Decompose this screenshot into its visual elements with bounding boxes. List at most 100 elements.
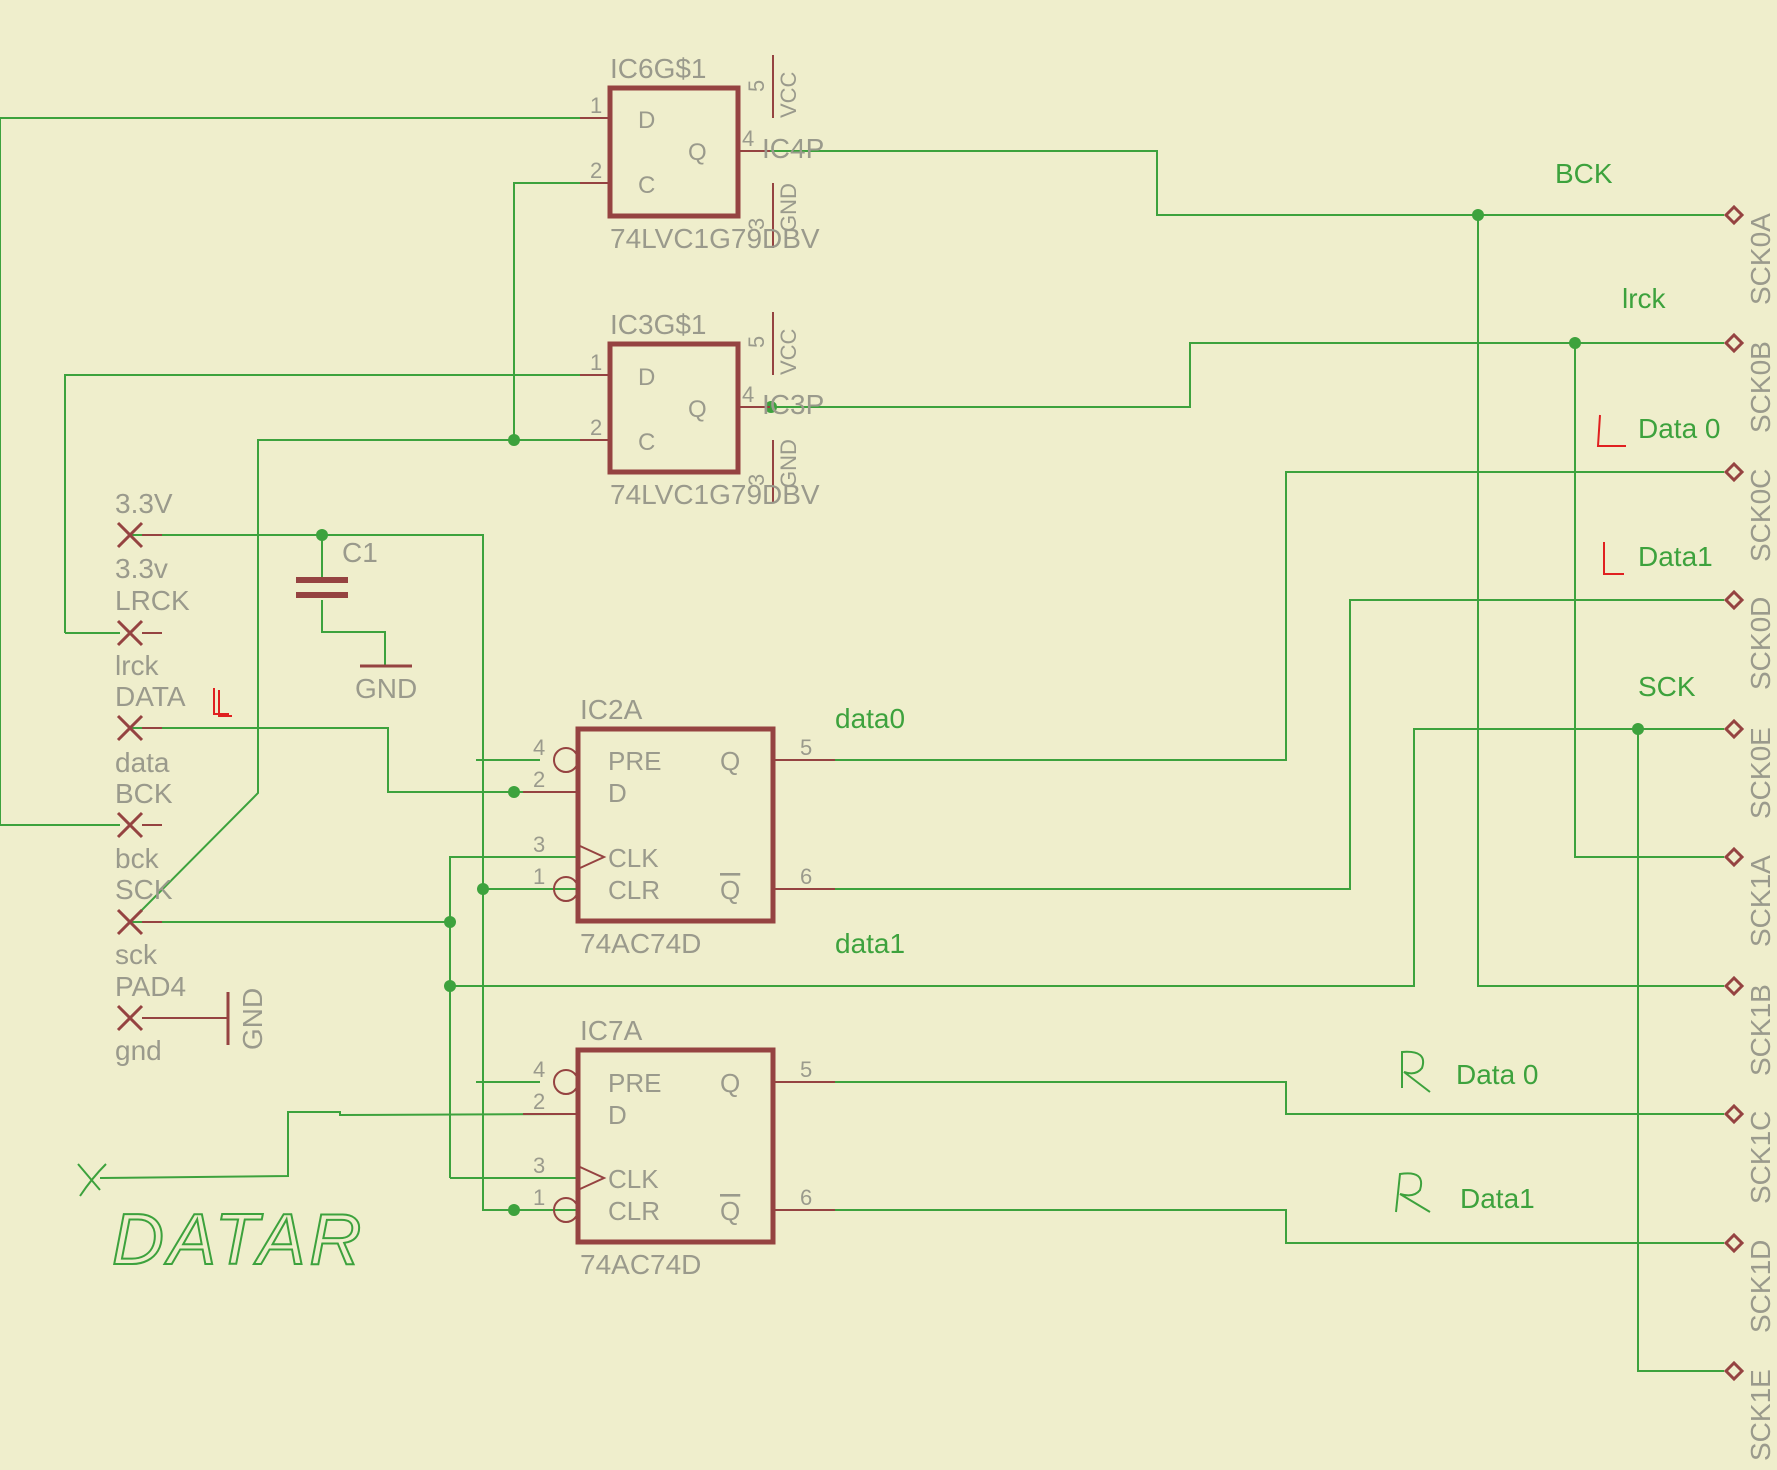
net-label-data1: data1 (835, 928, 905, 959)
connector-diamond-icon (1723, 1103, 1745, 1125)
ic6-name: IC6G$1 (610, 53, 707, 84)
ic6-body (607, 85, 741, 219)
connector-sck0d[interactable]: SCK0D (1723, 589, 1776, 690)
hand-x-mark (77, 1163, 107, 1197)
capacitor-c1[interactable]: C1 GND (296, 537, 417, 704)
ic7-n-qbar: 6 (800, 1185, 812, 1210)
connector-label: SCK1A (1745, 855, 1776, 947)
ic7-dff[interactable]: IC7A 74AC74D PRE D CLK CLR Q Q 4 2 3 1 5… (523, 1015, 835, 1280)
ic7-d: D (608, 1100, 627, 1130)
ic2-clk-triangle (579, 845, 607, 869)
pad-lrck[interactable]: LRCK lrck (115, 585, 190, 681)
pad-label-bottom: data (115, 747, 170, 778)
pad-sck[interactable]: SCK sck (115, 874, 173, 970)
ic7-pre: PRE (608, 1068, 661, 1098)
ic2-n-d: 2 (533, 767, 545, 792)
junction-dot (508, 1204, 520, 1216)
hand-r-mark (1395, 1172, 1431, 1213)
junction-dot (444, 916, 456, 928)
connector-sck1b[interactable]: SCK1B (1723, 975, 1776, 1076)
pad-data[interactable]: DATA data (115, 681, 232, 778)
junction-dot (508, 786, 520, 798)
wire-bck-v (1477, 215, 1724, 987)
ic7-n-clr: 1 (533, 1185, 545, 1210)
ic2-n-pre: 4 (533, 735, 545, 760)
pad-gnd[interactable]: PAD4 gnd GND (115, 971, 268, 1066)
ic2-clr: CLR (608, 875, 660, 905)
datar-annotation: DATAR (77, 1163, 365, 1281)
ic7-n-q: 5 (800, 1057, 812, 1082)
ic2-n-clk: 3 (533, 832, 545, 857)
wires (0, 117, 1724, 1372)
connectors: SCK0A SCK0B SCK0C SCK0D SCK0E SCK1A SCK1… (1723, 204, 1776, 1461)
wire-sck-diag (129, 439, 514, 923)
ic7-part: 74AC74D (580, 1249, 701, 1280)
ic2-clk: CLK (608, 843, 659, 873)
ic2-dff[interactable]: IC2A 74AC74D PRE D CLK CLR Q Q 4 2 3 1 5… (523, 694, 835, 959)
connector-sck0b[interactable]: SCK0B (1723, 332, 1776, 433)
ic7-clk: CLK (608, 1164, 659, 1194)
connector-diamond-icon (1723, 204, 1745, 226)
pad-x-icon (116, 521, 144, 549)
junction-dot (1569, 337, 1581, 349)
wire-datar (99, 1111, 579, 1179)
pad-x-icon (116, 1004, 144, 1032)
ic3-pin-c: C (638, 429, 655, 456)
net-label-l-data1: Data1 (1638, 541, 1713, 572)
wire-c1-gnd (321, 600, 386, 665)
connector-diamond-icon (1723, 846, 1745, 868)
net-label-sck: SCK (1638, 671, 1696, 702)
connector-sck0c[interactable]: SCK0C (1723, 461, 1776, 562)
ic6-vcc: VCC (776, 71, 801, 118)
c1-gnd-label: GND (355, 673, 417, 704)
ic7-clr-bubble (553, 1197, 579, 1223)
ic7-name: IC7A (580, 1015, 643, 1046)
ic6-flipflop[interactable]: IC6G$1 74LVC1G79DBV D C Q 1 2 4 IC4P 5 V… (580, 53, 824, 254)
ic2-n-q: 5 (800, 735, 812, 760)
connector-label: SCK1D (1745, 1240, 1776, 1333)
datar-label: DATAR (112, 1200, 365, 1280)
pad-x-icon (116, 714, 144, 742)
ic3-name: IC3G$1 (610, 309, 707, 340)
wire-clk-v (449, 856, 578, 1178)
ic3-vcc: VCC (776, 328, 801, 375)
connector-label: SCK0B (1745, 341, 1776, 433)
ic7-body (575, 1047, 776, 1245)
connector-diamond-icon (1723, 461, 1745, 483)
connector-label: SCK0C (1745, 469, 1776, 562)
ic3-num-gnd: 3 (744, 474, 769, 486)
pad-3v3[interactable]: 3.3V 3.3v (115, 488, 173, 584)
ic2-pre-bubble (553, 747, 579, 773)
connector-sck0a[interactable]: SCK0A (1723, 204, 1776, 305)
ic6-gnd: GND (776, 183, 801, 232)
ic6-part: 74LVC1G79DBV (610, 223, 820, 254)
junction-dot (477, 883, 489, 895)
wire-ic4p (740, 150, 1724, 216)
connector-sck0e[interactable]: SCK0E (1723, 718, 1776, 819)
net-label-l-data0: Data 0 (1638, 413, 1721, 444)
ic3-pin-d: D (638, 364, 655, 391)
ic6-num-c: 2 (590, 158, 602, 183)
ic2-n-clr: 1 (533, 864, 545, 889)
ic7-q: Q (720, 1068, 740, 1098)
pad-label-top: LRCK (115, 585, 190, 616)
connector-sck1c[interactable]: SCK1C (1723, 1103, 1776, 1204)
connector-sck1a[interactable]: SCK1A (1723, 846, 1776, 947)
net-labels: BCK lrck Data 0 Data1 SCK data0 data1 Da… (835, 158, 1721, 1214)
junction-dot (1632, 723, 1644, 735)
pad-x-icon (116, 619, 144, 647)
pad-label-top: BCK (115, 778, 173, 809)
net-label-r-data1: Data1 (1460, 1183, 1535, 1214)
ic7-n-clk: 3 (533, 1153, 545, 1178)
connector-label: SCK1B (1745, 984, 1776, 1076)
connector-label: SCK0E (1745, 727, 1776, 819)
connector-label: SCK1E (1745, 1369, 1776, 1461)
pad-bck[interactable]: BCK bck (115, 778, 173, 874)
ic6-num-q: 4 (742, 126, 754, 151)
connector-sck1e[interactable]: SCK1E (1723, 1360, 1776, 1461)
connector-sck1d[interactable]: SCK1D (1723, 1232, 1776, 1333)
ic3-flipflop[interactable]: IC3G$1 74LVC1G79DBV D C Q 1 2 4 IC3P 5 V… (580, 309, 824, 510)
junction-dot (1472, 209, 1484, 221)
connector-diamond-icon (1723, 718, 1745, 740)
